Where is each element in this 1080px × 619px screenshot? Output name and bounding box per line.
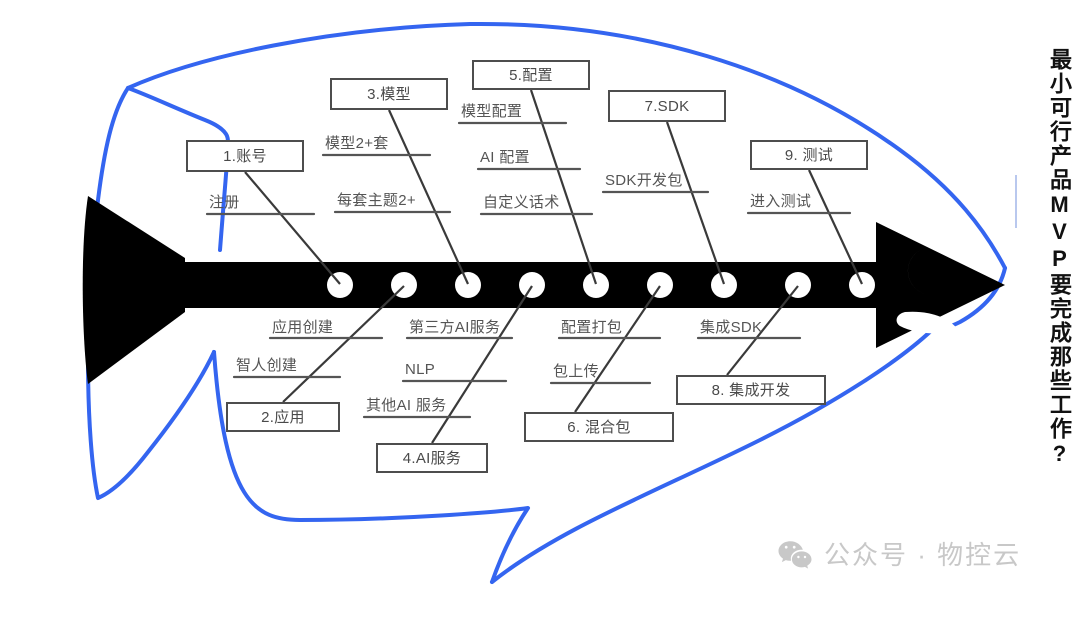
cause-label-aipeizhi: AI 配置 xyxy=(480,149,530,166)
category-box-2[interactable]: 2.应用 xyxy=(226,402,340,432)
cause-label-sdkkaifabao: SDK开发包 xyxy=(605,172,683,189)
category-box-3[interactable]: 3.模型 xyxy=(330,78,448,110)
bone-3 xyxy=(387,109,470,285)
cause-label-zhuce: 注册 xyxy=(209,194,240,211)
category-box-7[interactable]: 7.SDK xyxy=(608,90,726,122)
category-box-5[interactable]: 5.配置 xyxy=(472,60,590,90)
cause-label-nlp: NLP xyxy=(405,361,436,378)
cause-label-baoshangchuan: 包上传 xyxy=(553,363,599,380)
category-box-6[interactable]: 6. 混合包 xyxy=(524,412,674,442)
cause-label-moxingpeizhi: 模型配置 xyxy=(461,103,523,120)
cause-label-moxing2tao: 模型2+套 xyxy=(325,135,389,152)
bone-7 xyxy=(665,121,726,285)
diagram-title: 最小可行产品MVP要完成那些工作? xyxy=(1047,48,1072,468)
category-box-9[interactable]: 9. 测试 xyxy=(750,140,868,170)
bone-9 xyxy=(808,169,863,285)
cause-label-disanfang: 第三方AI服务 xyxy=(409,319,501,336)
cause-label-peizhidabao: 配置打包 xyxy=(561,319,623,336)
watermark-text: 公众号 · 物控云 xyxy=(824,540,1022,570)
fish-head-details xyxy=(896,248,958,334)
bone-8 xyxy=(726,285,799,376)
bone-2 xyxy=(282,285,405,403)
cause-label-meitaozhuti: 每套主题2+ xyxy=(337,192,416,209)
cause-label-zidingyi: 自定义话术 xyxy=(483,194,560,211)
spine-joint-circles xyxy=(327,272,875,298)
bone-4 xyxy=(431,285,533,444)
category-box-1[interactable]: 1.账号 xyxy=(186,140,304,172)
cause-label-yingyongchuangjian: 应用创建 xyxy=(272,319,334,336)
category-bones xyxy=(244,89,863,444)
cause-lines xyxy=(205,121,852,419)
bone-6 xyxy=(574,285,661,413)
cause-label-jinrucesh: 进入测试 xyxy=(750,193,812,210)
wechat-icon xyxy=(778,540,812,570)
cause-label-qitaai: 其他AI 服务 xyxy=(366,397,447,414)
cause-label-jichengsdk: 集成SDK xyxy=(700,319,763,336)
category-box-4[interactable]: 4.AI服务 xyxy=(376,443,488,473)
bone-5 xyxy=(529,89,598,285)
cause-label-zhirenchuangjian: 智人创建 xyxy=(236,357,298,374)
bone-1 xyxy=(244,171,341,285)
watermark: 公众号 · 物控云 xyxy=(778,540,1021,570)
category-box-8[interactable]: 8. 集成开发 xyxy=(676,375,826,405)
